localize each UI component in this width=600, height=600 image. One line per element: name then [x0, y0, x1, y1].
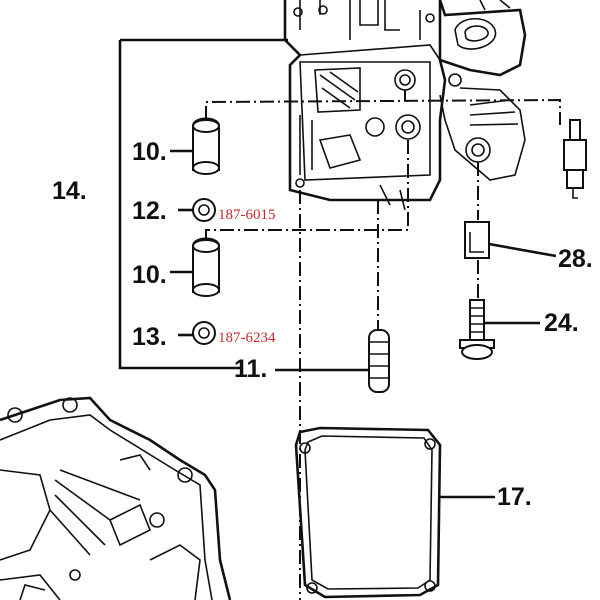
- callout-24: 24.: [544, 309, 579, 337]
- part-number-13: 187-6234: [218, 330, 276, 346]
- gasket-17: [294, 426, 495, 599]
- cylinder-head: [283, 0, 447, 211]
- callout-28: 28.: [558, 245, 593, 273]
- callout-10-upper: 10.: [132, 138, 167, 166]
- crankcase: [0, 396, 232, 600]
- bracket-14: [118, 38, 288, 370]
- part-number-12: 187-6015: [218, 207, 276, 223]
- engine-block-right: [438, 0, 527, 181]
- callout-17: 17.: [497, 483, 532, 511]
- callout-13: 13.: [132, 323, 167, 351]
- callout-10-lower: 10.: [132, 261, 167, 289]
- bolt-24: [459, 299, 540, 360]
- callout-12: 12.: [132, 197, 167, 225]
- valve-guide-lower: [170, 237, 220, 297]
- callout-14: 14.: [52, 177, 87, 205]
- valve-spring-11: [275, 329, 390, 393]
- valve-guide-upper: [170, 117, 220, 175]
- valve-seal-12: [178, 198, 216, 222]
- callout-11: 11.: [234, 355, 267, 383]
- spark-plug: [563, 119, 587, 199]
- valve-seal-13: [178, 321, 216, 345]
- clip-28: [464, 221, 557, 259]
